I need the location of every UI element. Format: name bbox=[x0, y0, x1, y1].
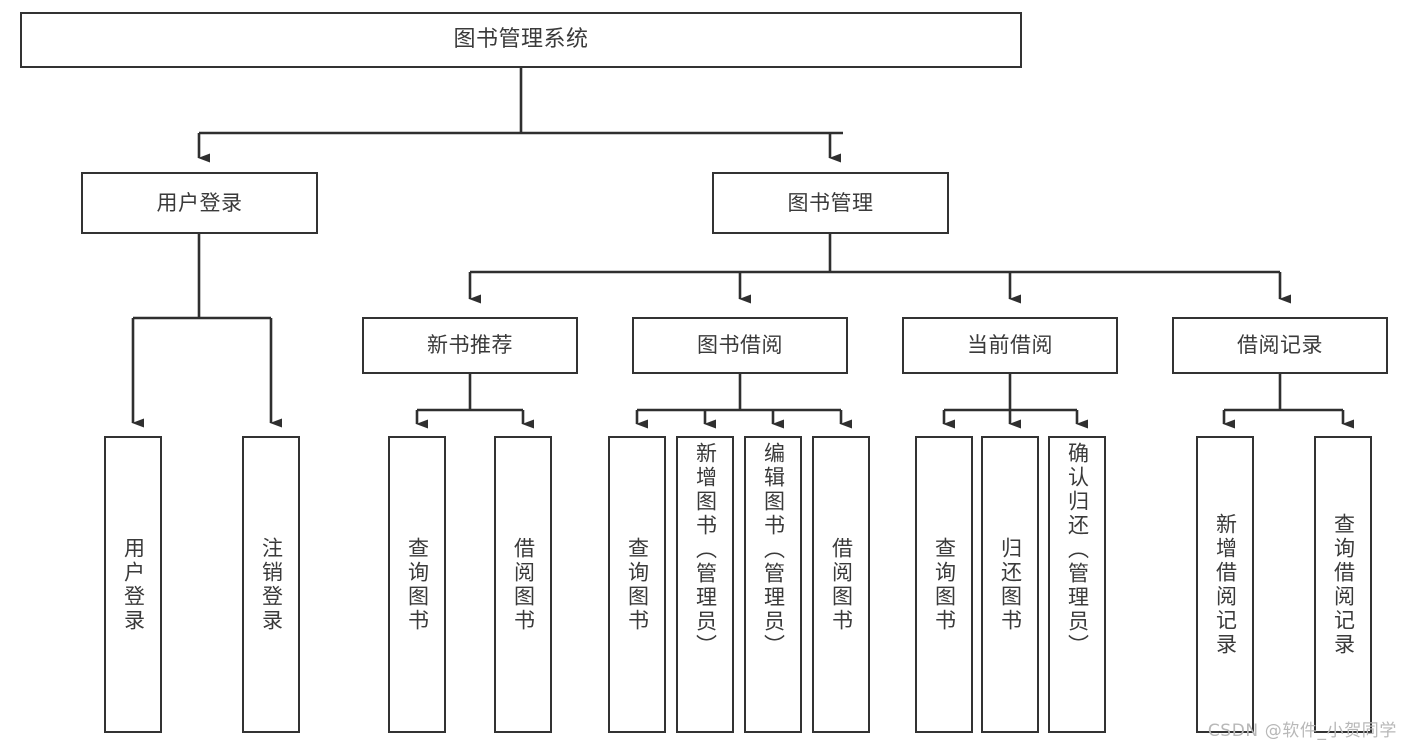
node-leaf-borrow-book-2[interactable]: 借阅图书 bbox=[812, 436, 870, 733]
node-book-manage-label: 图书管理 bbox=[787, 190, 874, 215]
node-leaf-logout-login[interactable]: 注销登录 bbox=[242, 436, 300, 733]
node-leaf-add-record[interactable]: 新增借阅记录 bbox=[1196, 436, 1254, 733]
node-current-borrow[interactable]: 当前借阅 bbox=[902, 317, 1118, 374]
node-new-book-recommend[interactable]: 新书推荐 bbox=[362, 317, 578, 374]
node-leaf-return-book-label: 归还图书 bbox=[998, 536, 1023, 633]
csdn-watermark: CSDN @软件_小贺同学 bbox=[1207, 721, 1397, 741]
node-book-manage[interactable]: 图书管理 bbox=[712, 172, 949, 234]
node-leaf-query-book-1[interactable]: 查询图书 bbox=[388, 436, 446, 733]
node-leaf-user-login-label: 用户登录 bbox=[121, 536, 146, 633]
node-book-borrow[interactable]: 图书借阅 bbox=[632, 317, 848, 374]
node-leaf-query-record[interactable]: 查询借阅记录 bbox=[1314, 436, 1372, 733]
node-leaf-borrow-book-1-label: 借阅图书 bbox=[511, 536, 536, 633]
node-leaf-edit-book-label: 编辑图书（管理员） bbox=[761, 442, 786, 658]
node-leaf-logout-login-label: 注销登录 bbox=[259, 536, 284, 633]
node-leaf-query-book-3-label: 查询图书 bbox=[932, 536, 957, 633]
node-leaf-borrow-book-1[interactable]: 借阅图书 bbox=[494, 436, 552, 733]
node-leaf-confirm-return[interactable]: 确认归还（管理员） bbox=[1048, 436, 1106, 733]
node-leaf-add-book-label: 新增图书（管理员） bbox=[693, 442, 718, 658]
node-current-borrow-label: 当前借阅 bbox=[967, 333, 1053, 358]
node-leaf-return-book[interactable]: 归还图书 bbox=[981, 436, 1039, 733]
node-root-label: 图书管理系统 bbox=[453, 27, 589, 53]
node-user-login[interactable]: 用户登录 bbox=[81, 172, 318, 234]
node-leaf-query-book-1-label: 查询图书 bbox=[405, 536, 430, 633]
node-leaf-confirm-return-label: 确认归还（管理员） bbox=[1065, 442, 1090, 658]
node-leaf-query-record-label: 查询借阅记录 bbox=[1331, 512, 1356, 657]
node-leaf-borrow-book-2-label: 借阅图书 bbox=[829, 536, 854, 633]
node-leaf-user-login[interactable]: 用户登录 bbox=[104, 436, 162, 733]
node-leaf-add-record-label: 新增借阅记录 bbox=[1213, 512, 1238, 657]
node-book-borrow-label: 图书借阅 bbox=[697, 333, 783, 358]
node-leaf-edit-book[interactable]: 编辑图书（管理员） bbox=[744, 436, 802, 733]
node-leaf-query-book-2-label: 查询图书 bbox=[625, 536, 650, 633]
node-new-book-recommend-label: 新书推荐 bbox=[427, 333, 513, 358]
node-user-login-label: 用户登录 bbox=[156, 190, 243, 215]
node-leaf-add-book[interactable]: 新增图书（管理员） bbox=[676, 436, 734, 733]
node-borrow-record[interactable]: 借阅记录 bbox=[1172, 317, 1388, 374]
node-root[interactable]: 图书管理系统 bbox=[20, 12, 1022, 68]
node-leaf-query-book-2[interactable]: 查询图书 bbox=[608, 436, 666, 733]
node-borrow-record-label: 借阅记录 bbox=[1237, 333, 1323, 358]
node-leaf-query-book-3[interactable]: 查询图书 bbox=[915, 436, 973, 733]
